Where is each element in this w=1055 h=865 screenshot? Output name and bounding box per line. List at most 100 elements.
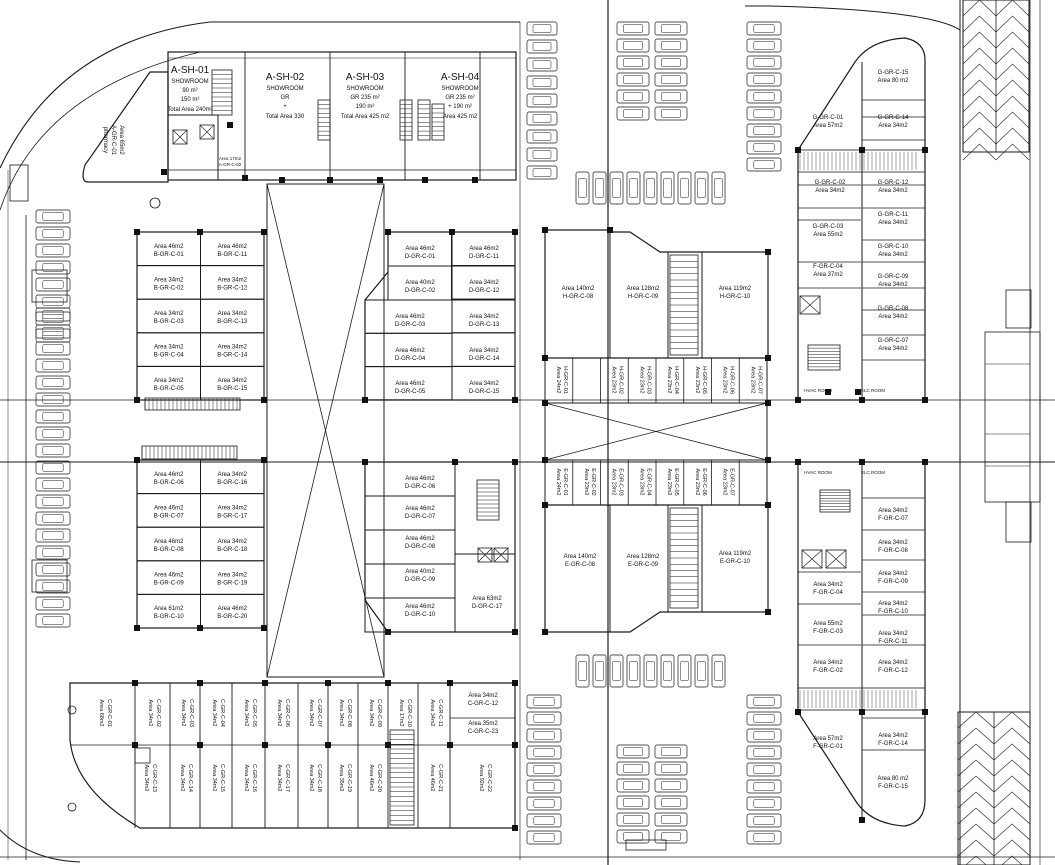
unit-label: Area 34m2 [218, 573, 248, 579]
unit-label: Area 128m2 [627, 286, 660, 292]
parking-bay [578, 661, 587, 681]
unit-label: Area 34m2 [154, 311, 184, 317]
parking-stall [995, 47, 1030, 65]
unit-label: HVAC ROOM [804, 470, 832, 475]
plan-line [544, 402, 768, 461]
unit-label: F-GR-C-11 [878, 639, 908, 645]
unit-label: Area 17m2 [398, 700, 404, 727]
parking-bay [753, 782, 775, 791]
parking-bay [661, 92, 681, 101]
parking-bays [35, 21, 782, 845]
parking-bay [526, 762, 562, 777]
parking-bay [661, 764, 681, 773]
unit-label: B-GR-C-19 [217, 581, 248, 587]
parking-bay [654, 744, 688, 759]
plan-line [172, 129, 188, 145]
site-curve [0, 829, 81, 863]
unit-label: G-GR-C-02 [815, 180, 846, 186]
unit-label: F-GR-C-14 [878, 741, 908, 747]
parking-bay [526, 711, 562, 726]
column [765, 609, 771, 615]
plan-line [199, 124, 215, 140]
parking-bay [643, 654, 658, 688]
parking-bay [616, 812, 650, 827]
unit-label: F-GR-C-03 [813, 629, 843, 635]
unit-label: G-GR-C-08 [878, 306, 909, 312]
unit-label: D-GR-C-05 [395, 389, 426, 395]
column [385, 629, 391, 635]
unit-label: Area 55m2 [813, 232, 843, 238]
unit-label: Area 46m2 [218, 606, 248, 612]
parking-bay [575, 654, 590, 688]
parking-bay [660, 171, 675, 205]
parking-bay [663, 178, 672, 198]
unit-label: C-GR-C-21 [437, 764, 443, 792]
parking-bay [533, 782, 555, 791]
unit-label: C-GR-C-22 [486, 764, 492, 792]
parking-bay [753, 41, 775, 50]
plan-rect [1005, 289, 1032, 329]
parking-bay [654, 89, 688, 104]
parking-bay [753, 748, 775, 757]
parking-bay [623, 24, 643, 33]
unit-label: Area 23m2 [722, 367, 728, 394]
parking-bay [753, 765, 775, 774]
column [512, 459, 518, 465]
unit-label: Area 23m2 [694, 367, 700, 394]
unit-label: C-GR-C-16 [251, 764, 257, 792]
parking-bay [626, 654, 641, 688]
column [325, 680, 331, 686]
parking-bay [533, 799, 555, 808]
parking-bay [746, 779, 782, 794]
unit-label: G-GR-C-12 [878, 180, 909, 186]
column [795, 147, 801, 153]
parking-bay [746, 694, 782, 709]
unit-label: Area 63m2 [472, 596, 502, 602]
parking-bay [694, 654, 709, 688]
unit-label: E-GR-C-08 [565, 562, 596, 568]
plan-rect [493, 547, 509, 563]
parking-bay [623, 75, 643, 84]
column [922, 147, 928, 153]
unit-label: C-GR-C-17 [284, 764, 290, 792]
unit-label: Area 80 m2 [877, 776, 909, 782]
parking-stall [993, 823, 1031, 841]
unit-label: B-GR-C-03 [154, 319, 185, 325]
column [859, 709, 865, 715]
parking-bay [746, 813, 782, 828]
plan-rect [199, 124, 215, 140]
column [327, 177, 333, 183]
parking-stall [957, 807, 995, 825]
unit-label: Area 57m2 [813, 123, 843, 129]
parking-bay [711, 654, 726, 688]
parking-bay [753, 24, 775, 33]
unit-label: A-SH-04 [441, 72, 480, 83]
parking-stall [962, 143, 997, 161]
column [385, 680, 391, 686]
parking-bay [616, 761, 650, 776]
parking-bay [42, 246, 64, 255]
column [134, 229, 140, 235]
parking-bay [753, 697, 775, 706]
parking-stall [993, 727, 1031, 745]
parking-stall [957, 743, 995, 761]
parking-bay [753, 75, 775, 84]
unit-label: G-GR-C-03 [813, 224, 844, 230]
parking-stall [962, 15, 997, 33]
unit-label: Area 57m2 [813, 736, 843, 742]
parking-bay [609, 654, 624, 688]
parking-bay [753, 143, 775, 152]
unit-label: C-GR-C-04 [219, 699, 225, 727]
unit-label: F-GR-C-12 [878, 668, 908, 674]
unit-label: F-GR-C-04 [813, 590, 843, 596]
unit-label: F-GR-C-04 [813, 264, 843, 270]
unit-label: Area 34m2 [218, 345, 248, 351]
parking-stall [993, 711, 1031, 729]
unit-label: Area 24m2 [555, 367, 561, 394]
column [542, 400, 548, 406]
column [825, 389, 831, 395]
parking-bay [533, 748, 555, 757]
unit-label: H-GR-C-07 [756, 366, 762, 394]
parking-bay [616, 106, 650, 121]
unit-label: D-GR-C-17 [472, 604, 503, 610]
